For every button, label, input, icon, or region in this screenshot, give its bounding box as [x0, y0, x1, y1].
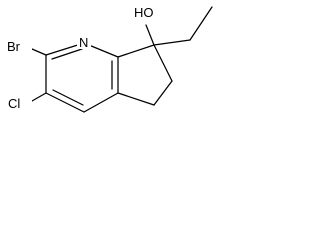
bond-c6-c5 [153, 80, 173, 106]
bond-c7a-c7 [117, 44, 155, 58]
atom-label-cl: Cl [8, 96, 20, 111]
bond-c5-c4a [117, 92, 155, 106]
bond-c7-ethyl [153, 39, 191, 46]
bond-c2-n1-inner [51, 48, 83, 60]
chemical-structure: Br N Cl HO [6, 3, 213, 113]
atom-label-oh: HO [134, 5, 154, 20]
bond-c4-c3-inner [52, 89, 84, 106]
bond-c2-br [31, 48, 47, 56]
n-label-mask [77, 33, 91, 49]
bond-c4-c3 [45, 92, 85, 113]
bond-c7-oh [145, 24, 155, 46]
atom-label-n: N [79, 35, 88, 50]
br-label-mask [6, 38, 32, 54]
atom-label-br: Br [7, 39, 21, 54]
cl-label-mask [6, 95, 32, 111]
bond-c3-cl [31, 92, 47, 102]
oh-label-mask [132, 3, 158, 21]
bond-c4a-c4 [83, 92, 119, 113]
bond-c7-c6 [153, 44, 173, 82]
bond-ethyl-ch3 [189, 6, 213, 41]
